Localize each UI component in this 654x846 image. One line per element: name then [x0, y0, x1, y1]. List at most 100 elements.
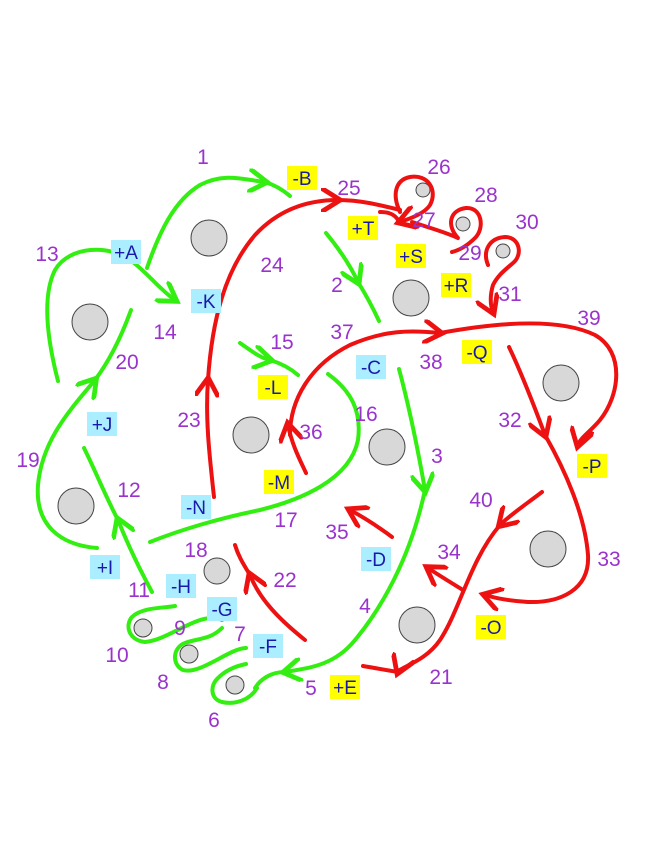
- segment-number: 5: [305, 677, 317, 700]
- green-arc: [82, 446, 120, 522]
- crossing-label: -L: [258, 375, 288, 399]
- segment-number: 30: [515, 211, 538, 234]
- hole: [368, 428, 406, 466]
- hole: [529, 530, 567, 568]
- crossing-label-box: [396, 244, 426, 268]
- red-arc: [398, 523, 502, 672]
- red-arc: [428, 568, 465, 592]
- segment-number: 40: [469, 489, 492, 512]
- crossing-label: +R: [441, 273, 471, 297]
- red-strand: [206, 174, 619, 672]
- crossing-label: -N: [181, 495, 211, 519]
- hole: [232, 416, 270, 454]
- crossing-label: -B: [287, 166, 317, 190]
- crossing-label: +T: [348, 216, 378, 240]
- hole: [71, 303, 109, 341]
- crossing-label-box: [476, 615, 506, 639]
- red-arc: [207, 380, 214, 499]
- crossing-label-text: -K: [197, 292, 216, 313]
- segment-number: 17: [274, 509, 297, 532]
- crossing-label-text: -D: [366, 550, 386, 571]
- green-arc: [35, 380, 97, 550]
- crossing-label: -F: [253, 634, 283, 658]
- crossing-label-text: +I: [97, 558, 113, 579]
- red-arc: [206, 200, 338, 382]
- crossing-label-box: [258, 375, 288, 399]
- green-arc: [93, 308, 133, 382]
- segment-number: 22: [273, 569, 296, 592]
- hole: [57, 487, 95, 525]
- segment-number: 16: [354, 403, 377, 426]
- crossing-label-box: [361, 547, 391, 571]
- hole: [225, 675, 245, 695]
- green-arc: [45, 247, 175, 383]
- crossing-label-box: [356, 355, 386, 379]
- crossing-label-text: -Q: [466, 343, 487, 364]
- green-arc: [238, 341, 270, 360]
- red-arc: [485, 433, 591, 602]
- hole: [179, 644, 199, 664]
- crossing-label: -O: [476, 615, 506, 639]
- red-arc: [288, 331, 440, 437]
- crossing-label: -D: [361, 547, 391, 571]
- segment-number: 8: [157, 671, 169, 694]
- red-arc: [378, 210, 400, 222]
- segment-number: 2: [331, 274, 343, 297]
- crossing-label: -G: [207, 597, 237, 621]
- red-arc: [350, 510, 394, 539]
- red-arc: [396, 174, 435, 222]
- crossing-label: +S: [396, 244, 426, 268]
- crossing-label-text: -L: [265, 378, 282, 399]
- segment-number: 34: [437, 541, 461, 564]
- segment-number: 21: [429, 666, 452, 689]
- segment-number: 39: [577, 307, 600, 330]
- hole: [190, 219, 228, 257]
- hole: [398, 606, 436, 644]
- segment-number: 35: [325, 521, 348, 544]
- crossing-label-box: [264, 470, 294, 494]
- green-arc: [285, 488, 427, 672]
- crossing-label-text: +S: [399, 247, 423, 268]
- crossing-label-text: +E: [333, 678, 357, 699]
- crossing-label-box: [577, 454, 607, 478]
- crossing-label: -Q: [462, 340, 492, 364]
- hole: [203, 557, 231, 585]
- crossing-label-text: -F: [259, 637, 277, 658]
- crossing-label-text: -H: [171, 577, 191, 598]
- green-arc: [253, 670, 287, 690]
- segment-number: 25: [337, 177, 360, 200]
- crossing-label: +E: [330, 675, 360, 699]
- crossing-label-text: +A: [114, 243, 138, 264]
- crossing-label: -K: [191, 289, 221, 313]
- green-arc: [173, 626, 248, 673]
- red-arc: [486, 235, 521, 312]
- crossing-label-box: [348, 216, 378, 240]
- crossing-label-box: [166, 574, 196, 598]
- green-arc: [324, 231, 358, 282]
- red-arc: [288, 425, 308, 475]
- crossing-label-text: -P: [583, 457, 602, 478]
- green-arc: [397, 367, 425, 490]
- segment-number: 11: [128, 579, 150, 602]
- hole: [415, 182, 431, 198]
- segment-number: 37: [330, 321, 353, 344]
- segment-number: 14: [153, 321, 177, 344]
- red-arc: [438, 321, 619, 445]
- segment-number: 18: [184, 539, 207, 562]
- hole: [392, 279, 430, 317]
- crossing-label-box: [90, 555, 120, 579]
- holes: [57, 182, 580, 695]
- segment-number: 12: [117, 479, 140, 502]
- hole: [455, 216, 471, 232]
- crossing-label-text: -B: [293, 169, 312, 190]
- green-strand: [35, 178, 427, 705]
- crossing-label: -H: [166, 574, 196, 598]
- crossing-labels: +A-B-C-D+E-F-G-H+I+J-K-L-M-N-O-P-Q+R+S+T: [87, 166, 607, 699]
- segment-number: 19: [16, 449, 39, 472]
- crossing-label-box: [181, 495, 211, 519]
- segment-number: 32: [498, 409, 521, 432]
- crossing-label-box: [87, 412, 117, 436]
- crossing-label-text: +J: [92, 415, 113, 436]
- segment-number: 24: [260, 254, 284, 277]
